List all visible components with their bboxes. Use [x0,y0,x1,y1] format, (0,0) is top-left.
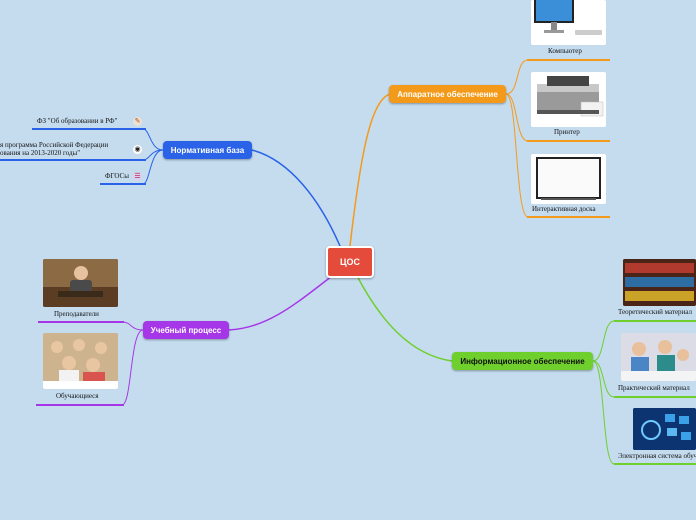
leaf-theory-label: Теоретический материал [618,308,692,316]
branch-info-label: Информационное обеспечение [460,356,585,366]
leaf-computer-label: Компьютер [548,47,582,55]
leaf-elearning-label: Электронная система обучения [618,452,696,460]
leaf-law-label: ФЗ "Об образовании в РФ" [37,117,118,125]
leaf-teachers-label: Преподаватели [54,310,99,318]
branch-normative[interactable]: Нормативная база [163,141,252,159]
students-image [43,333,118,389]
branch-hardware[interactable]: Аппаратное обеспечение [389,85,506,103]
leaf-practice-label: Практический материал [618,384,690,392]
center-node[interactable]: ЦОС [326,246,374,278]
branch-normative-label: Нормативная база [170,145,245,155]
elearning-image [633,408,696,450]
computer-image [531,0,606,45]
globe-icon: ◉ [133,145,142,154]
branch-process-label: Учебный процесс [150,325,222,335]
whiteboard-image [531,154,606,204]
leaf-whiteboard-label: Интерактивная доска [532,205,596,213]
branch-process[interactable]: Учебный процесс [143,321,229,339]
leaf-fgos-label: ФГОСы [105,172,129,180]
center-node-label: ЦОС [339,257,361,267]
printer-image [531,72,606,127]
teacher-image [43,259,118,307]
leaf-students-label: Обучающиеся [56,392,99,400]
practice-image [621,333,696,381]
branch-info[interactable]: Информационное обеспечение [452,352,593,370]
books-icon: ☰ [133,172,142,181]
branch-hardware-label: Аппаратное обеспечение [397,89,498,99]
leaf-printer-label: Принтер [554,128,580,136]
leaf-program-label-2: ования на 2013-2020 годы" [0,149,81,157]
leaf-program-label-1: я программа Российской Федерации [0,141,109,149]
document-icon: ✎ [133,117,142,126]
library-image [623,259,696,306]
